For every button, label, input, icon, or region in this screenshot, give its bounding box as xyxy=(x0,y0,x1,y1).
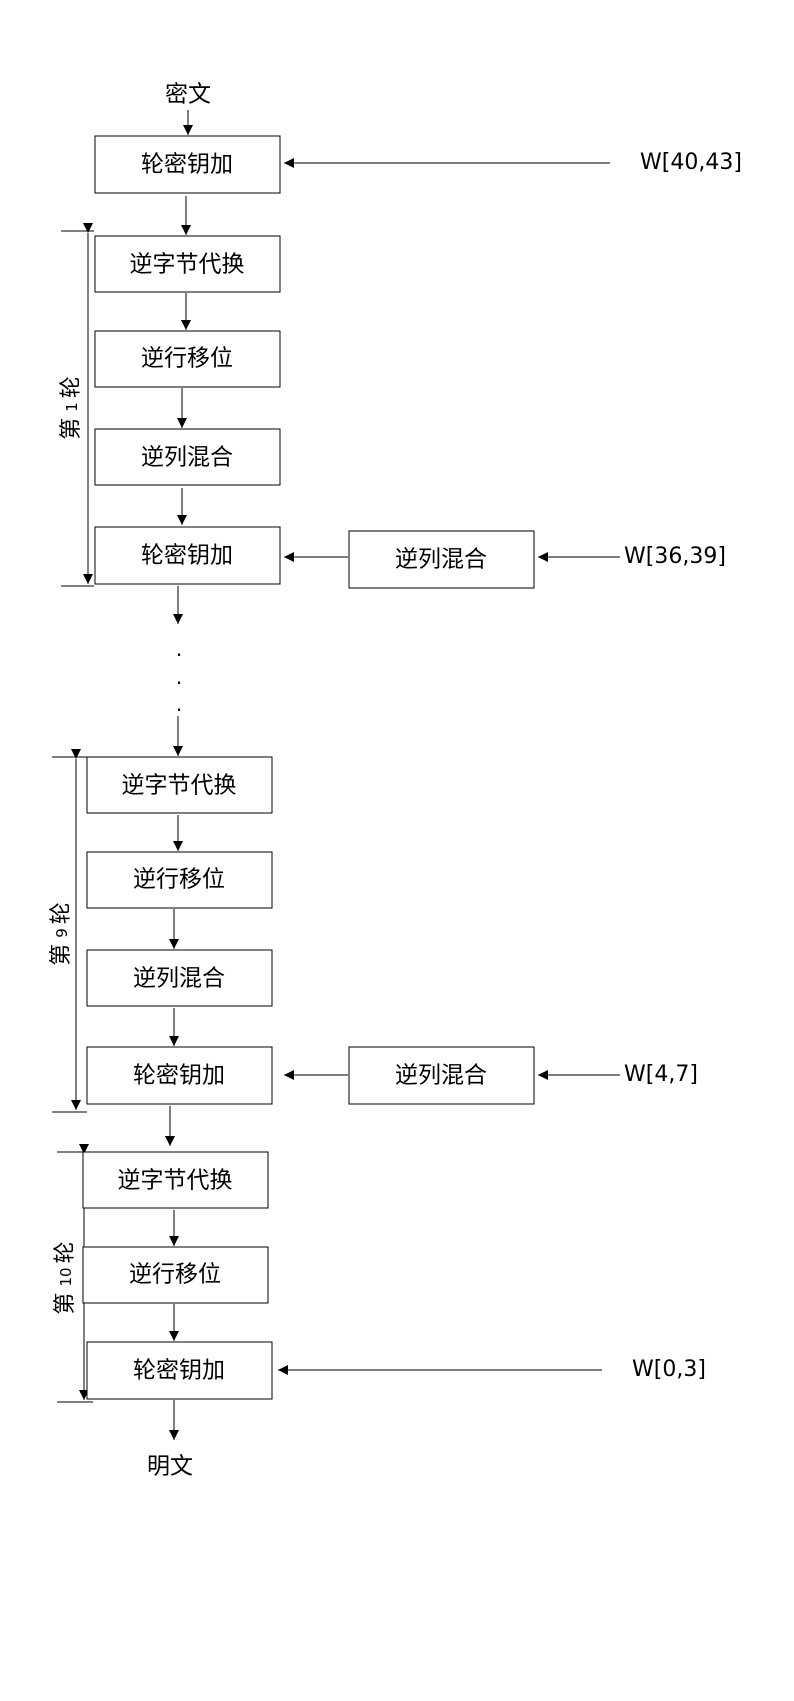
svg-text:逆列混合: 逆列混合 xyxy=(395,547,487,573)
round-10-label: 第10轮 xyxy=(53,1241,78,1314)
round-1-key-inv-mix-columns-box: 逆列混合 xyxy=(348,530,535,589)
ellipsis-dot-2: . xyxy=(176,665,182,689)
ciphertext-label: 密文 xyxy=(165,82,211,108)
svg-text:逆行移位: 逆行移位 xyxy=(141,346,233,372)
svg-text:逆字节代换: 逆字节代换 xyxy=(118,1168,233,1194)
plaintext-label: 明文 xyxy=(147,1454,193,1480)
svg-text:轮密钥加: 轮密钥加 xyxy=(133,1358,225,1384)
round-9-bracket xyxy=(52,749,87,1113)
round-10-add-round-key-box: 轮密钥加 xyxy=(86,1341,273,1400)
key-label-round-1: W[36,39] xyxy=(624,544,726,569)
round-1-bracket xyxy=(61,223,94,587)
key-label-round-9: W[4,7] xyxy=(624,1062,698,1087)
round-9-inv-shift-rows-box: 逆行移位 xyxy=(86,851,273,909)
svg-text:逆行移位: 逆行移位 xyxy=(133,867,225,893)
svg-text:轮密钥加: 轮密钥加 xyxy=(141,543,233,569)
svg-text:轮密钥加: 轮密钥加 xyxy=(141,152,233,178)
round-1-inv-mix-columns-box: 逆列混合 xyxy=(94,428,281,486)
round-9-add-round-key-box: 轮密钥加 xyxy=(86,1046,273,1105)
svg-text:逆列混合: 逆列混合 xyxy=(395,1063,487,1089)
round-1-inv-shift-rows-box: 逆行移位 xyxy=(94,330,281,388)
round-1-inv-sub-bytes-box: 逆字节代换 xyxy=(94,235,281,293)
svg-text:逆列混合: 逆列混合 xyxy=(133,966,225,992)
round-9-inv-sub-bytes-box: 逆字节代换 xyxy=(86,756,273,814)
svg-text:逆列混合: 逆列混合 xyxy=(141,445,233,471)
round-1-add-round-key-box: 轮密钥加 xyxy=(94,526,281,585)
initial-add-round-key-box: 轮密钥加 xyxy=(94,135,281,194)
ellipsis-dot-1: . xyxy=(176,637,182,661)
ellipsis-dot-3: . xyxy=(176,692,182,716)
round-9-inv-mix-columns-box: 逆列混合 xyxy=(86,949,273,1007)
key-label-final: W[0,3] xyxy=(632,1357,706,1382)
svg-text:逆行移位: 逆行移位 xyxy=(129,1262,221,1288)
svg-text:轮密钥加: 轮密钥加 xyxy=(133,1063,225,1089)
round-9-key-inv-mix-columns-box: 逆列混合 xyxy=(348,1046,535,1105)
svg-text:逆字节代换: 逆字节代换 xyxy=(122,773,237,799)
key-label-initial: W[40,43] xyxy=(640,150,742,175)
round-10-inv-shift-rows-box: 逆行移位 xyxy=(82,1246,269,1304)
svg-text:逆字节代换: 逆字节代换 xyxy=(130,252,245,278)
round-9-label: 第9轮 xyxy=(49,902,74,966)
round-10-inv-sub-bytes-box: 逆字节代换 xyxy=(82,1151,269,1209)
round-1-label: 第1轮 xyxy=(59,376,84,440)
